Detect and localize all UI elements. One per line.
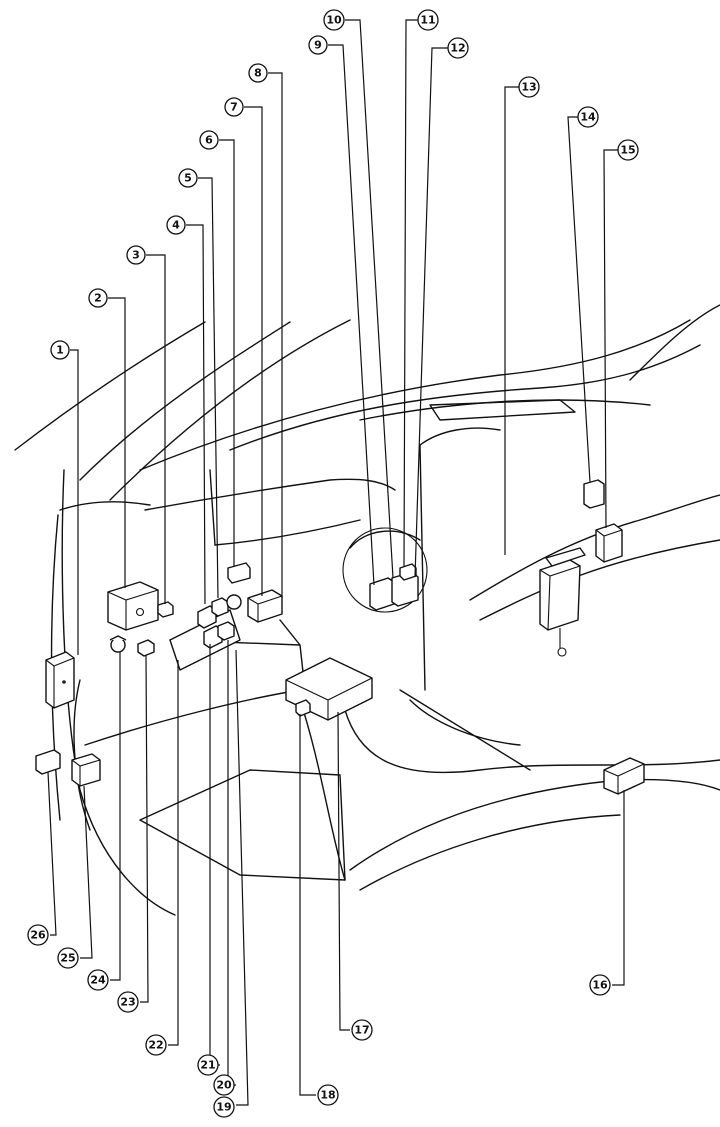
callout-5: 5 [178, 168, 198, 188]
callout-24: 24 [87, 969, 109, 991]
callout-21: 21 [197, 1054, 219, 1076]
callout-19: 19 [213, 1096, 235, 1118]
components [35, 479, 645, 795]
callout-2: 2 [88, 288, 108, 308]
callout-16-label: 16 [592, 979, 608, 992]
callout-5-label: 5 [184, 172, 192, 185]
callout-25-label: 25 [60, 952, 75, 965]
callout-23-label: 23 [120, 996, 135, 1009]
callout-6: 6 [199, 130, 219, 150]
callout-1: 1 [50, 340, 70, 360]
callout-18-label: 18 [320, 1089, 335, 1102]
callout-8: 8 [248, 63, 268, 83]
callout-25: 25 [57, 947, 79, 969]
callout-1-label: 1 [56, 344, 64, 357]
callout-12: 12 [447, 37, 469, 59]
callout-7: 7 [224, 97, 244, 117]
callout-13-label: 13 [521, 81, 536, 94]
callout-23: 23 [117, 991, 139, 1013]
callout-26-label: 26 [30, 929, 46, 942]
callout-4-label: 4 [172, 219, 180, 232]
callout-14: 14 [577, 106, 599, 128]
callout-20-label: 20 [216, 1079, 232, 1092]
callout-17: 17 [351, 1019, 373, 1041]
callout-8-label: 8 [254, 67, 262, 80]
callout-9: 9 [308, 35, 328, 55]
callout-15: 15 [617, 139, 639, 161]
callout-12-label: 12 [450, 42, 465, 55]
dashboard-outline [14, 304, 720, 916]
callout-7-label: 7 [230, 101, 238, 114]
callout-10-label: 10 [326, 14, 342, 27]
callout-4: 4 [166, 215, 186, 235]
callout-22: 22 [145, 1034, 167, 1056]
callout-15-label: 15 [620, 144, 635, 157]
callout-3-label: 3 [132, 249, 140, 262]
callout-26: 26 [27, 924, 49, 946]
callout-19-label: 19 [216, 1101, 231, 1114]
callout-10: 10 [323, 9, 345, 31]
callout-17-label: 17 [354, 1024, 369, 1037]
callout-3: 3 [126, 245, 146, 265]
callout-18: 18 [317, 1084, 339, 1106]
callout-13: 13 [518, 76, 540, 98]
callout-20: 20 [213, 1074, 235, 1096]
callout-11: 11 [417, 9, 439, 31]
callout-11-label: 11 [420, 14, 435, 27]
callout-16: 16 [589, 974, 611, 996]
callout-2-label: 2 [94, 292, 102, 305]
leader-lines [47, 19, 625, 1106]
callout-14-label: 14 [580, 111, 596, 124]
callout-24-label: 24 [90, 974, 106, 987]
callout-9-label: 9 [314, 39, 322, 52]
callout-6-label: 6 [205, 134, 213, 147]
callout-21-label: 21 [200, 1059, 215, 1072]
callout-22-label: 22 [148, 1039, 163, 1052]
